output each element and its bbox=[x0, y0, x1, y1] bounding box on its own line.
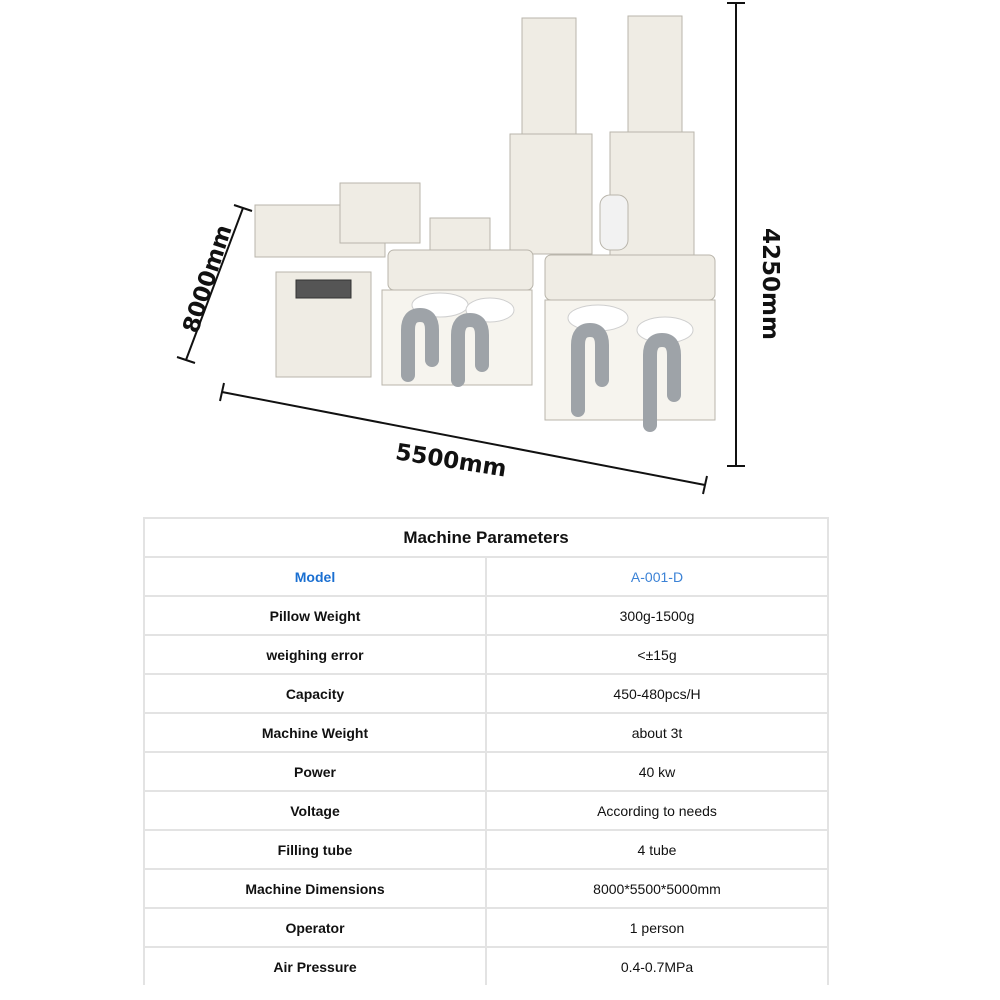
param-value: <±15g bbox=[485, 634, 829, 675]
machine-illustration bbox=[176, 2, 745, 495]
param-label: Machine Dimensions bbox=[143, 868, 487, 909]
param-value: 8000*5500*5000mm bbox=[485, 868, 829, 909]
machine-figure: 8000mm 4250mm 5500mm bbox=[176, 2, 783, 495]
tower-left-top bbox=[521, 17, 577, 137]
param-value: about 3t bbox=[485, 712, 829, 753]
dimension-line-depth bbox=[185, 207, 244, 361]
param-value: 1 person bbox=[485, 907, 829, 948]
param-label: Machine Weight bbox=[143, 712, 487, 753]
dimension-label-height: 4250mm bbox=[756, 228, 783, 340]
filling-station-2 bbox=[544, 254, 716, 301]
param-value: 300g-1500g bbox=[485, 595, 829, 636]
param-value: A-001-D bbox=[485, 556, 829, 597]
tower-right-top bbox=[627, 15, 683, 135]
table-row: weighing error<±15g bbox=[143, 634, 829, 675]
tube bbox=[401, 307, 439, 382]
param-label: Air Pressure bbox=[143, 946, 487, 985]
param-value: 450-480pcs/H bbox=[485, 673, 829, 714]
param-label: Filling tube bbox=[143, 829, 487, 870]
filling-station-1 bbox=[387, 249, 534, 291]
param-value: 4 tube bbox=[485, 829, 829, 870]
param-label: Voltage bbox=[143, 790, 487, 831]
param-label: weighing error bbox=[143, 634, 487, 675]
dimension-line-width bbox=[221, 391, 706, 486]
param-label: Capacity bbox=[143, 673, 487, 714]
param-label: Power bbox=[143, 751, 487, 792]
table-title: Machine Parameters bbox=[143, 517, 829, 558]
param-label: Pillow Weight bbox=[143, 595, 487, 636]
param-value: According to needs bbox=[485, 790, 829, 831]
param-label: Operator bbox=[143, 907, 487, 948]
param-value: 40 kw bbox=[485, 751, 829, 792]
param-label: Model bbox=[143, 556, 487, 597]
param-value: 0.4-0.7MPa bbox=[485, 946, 829, 985]
tower-left-body bbox=[509, 133, 593, 255]
